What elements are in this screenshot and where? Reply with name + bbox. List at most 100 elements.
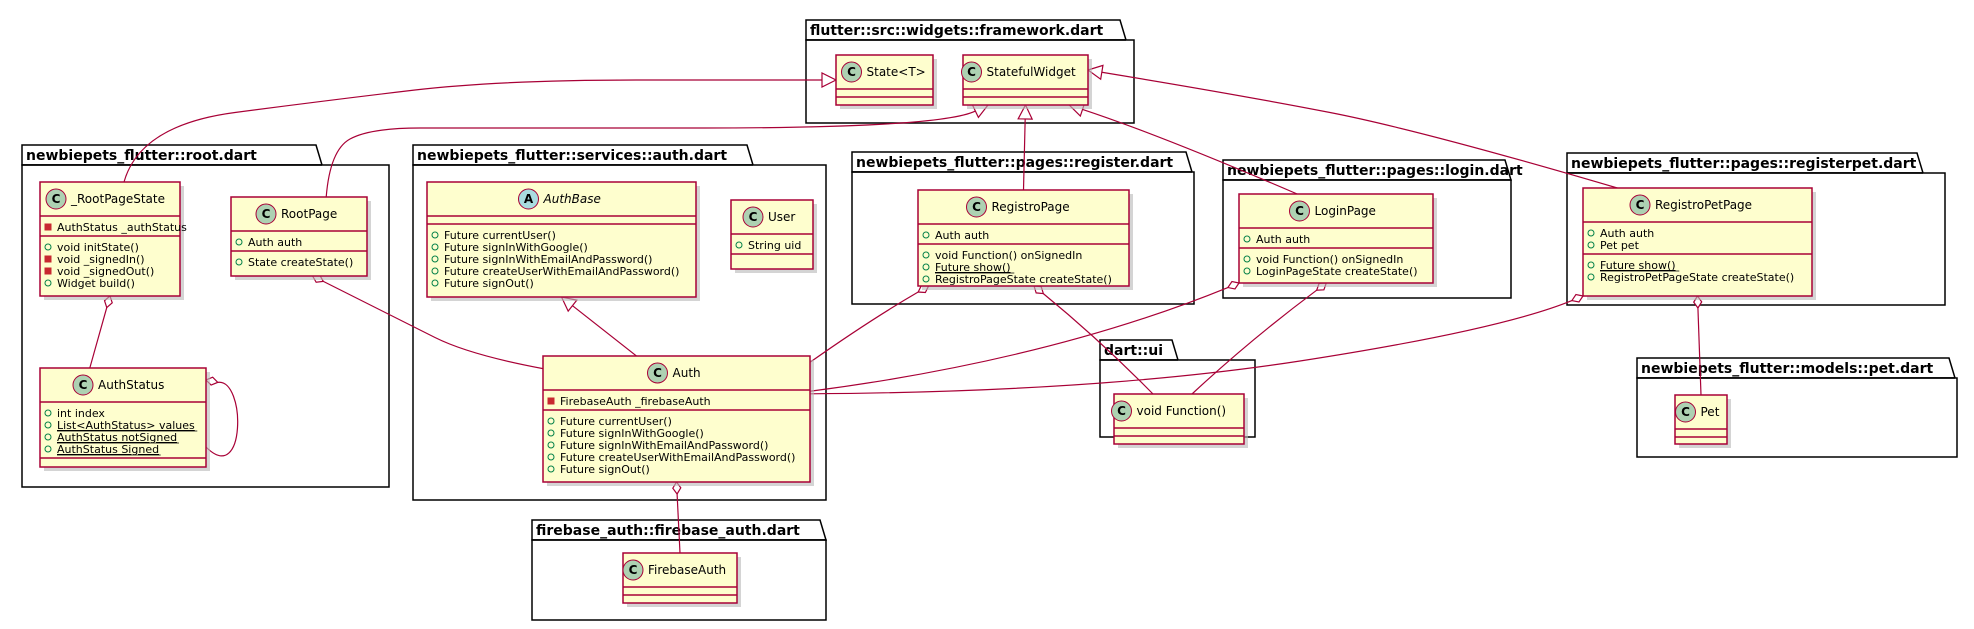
public-visibility-icon <box>44 421 52 429</box>
class-field: FirebaseAuth _firebaseAuth <box>560 395 711 408</box>
package-title: newbiepets_flutter::pages::register.dart <box>856 155 1173 171</box>
class-box[interactable] <box>39 367 207 468</box>
class-badge-letter: C <box>1295 204 1304 218</box>
public-visibility-icon <box>44 279 52 287</box>
class-box[interactable] <box>542 355 811 483</box>
class-method: Future signOut() <box>560 463 650 476</box>
class-field: Auth auth <box>248 236 302 249</box>
public-visibility-icon <box>431 255 439 263</box>
class-firebaseauth[interactable]: C FirebaseAuth <box>622 552 741 607</box>
public-visibility-icon <box>547 453 555 461</box>
class-method: RegistroPetPageState createState() <box>1600 271 1794 284</box>
relation-loginpage-auth <box>809 280 1241 392</box>
public-visibility-icon <box>1243 235 1251 243</box>
class-badge-icon <box>72 374 94 396</box>
class-method: void Function() onSignedIn <box>935 249 1082 262</box>
public-visibility-icon <box>431 243 439 251</box>
abstract-class-badge-icon <box>518 188 539 210</box>
class-box[interactable] <box>230 196 368 277</box>
package-title: firebase_auth::firebase_auth.dart <box>536 523 800 539</box>
class-badge-letter: C <box>52 192 61 206</box>
class-badge-icon <box>961 61 982 83</box>
class-method: Future currentUser() <box>444 229 556 242</box>
public-visibility-icon <box>44 409 52 417</box>
public-visibility-icon <box>1587 261 1595 269</box>
public-visibility-icon <box>547 441 555 449</box>
class-box[interactable] <box>1582 187 1813 297</box>
public-visibility-icon <box>235 238 243 246</box>
package-title: dart::ui <box>1104 343 1163 359</box>
public-visibility-icon <box>44 445 52 453</box>
public-visibility-icon <box>735 241 743 249</box>
class-field: Pet pet <box>1600 239 1640 252</box>
class-badge-letter: C <box>1636 198 1645 212</box>
class-field: List<AuthStatus> values <box>57 419 195 432</box>
class-badge-icon <box>622 559 644 581</box>
class-badge-letter: C <box>262 207 271 221</box>
class-badge-letter: C <box>749 210 758 224</box>
class-badge-icon <box>1111 400 1132 422</box>
private-visibility-icon <box>44 267 52 275</box>
public-visibility-icon <box>44 433 52 441</box>
public-visibility-icon <box>431 231 439 239</box>
class-badge-letter: C <box>972 200 981 214</box>
class-name: FirebaseAuth <box>648 563 726 577</box>
relation-registropetpage-auth <box>809 293 1585 395</box>
public-visibility-icon <box>431 279 439 287</box>
class-badge-icon <box>841 61 862 83</box>
relation-rootpagestate-state <box>123 72 838 183</box>
public-visibility-icon <box>431 267 439 275</box>
class-name: RootPage <box>281 207 337 221</box>
relation-registropetpage-statefulwidget <box>1086 64 1618 189</box>
class-method: LoginPageState createState() <box>1256 265 1418 278</box>
class-badge-icon <box>966 196 987 218</box>
class-name: AuthStatus <box>98 378 164 392</box>
class-pet[interactable]: C Pet <box>1674 394 1731 448</box>
class-name: RegistroPage <box>992 200 1070 214</box>
class-badge-letter: C <box>629 563 638 577</box>
package-title: newbiepets_flutter::models::pet.dart <box>1641 361 1934 377</box>
public-visibility-icon <box>922 275 930 283</box>
public-visibility-icon <box>922 231 930 239</box>
class-method: Future signOut() <box>444 277 534 290</box>
class-box[interactable] <box>917 189 1130 287</box>
class-field: String uid <box>748 239 801 252</box>
class-box[interactable] <box>426 181 697 298</box>
class-name: User <box>768 210 795 224</box>
public-visibility-icon <box>547 417 555 425</box>
class-method: Future currentUser() <box>560 415 672 428</box>
class-name: AuthBase <box>543 192 601 206</box>
inheritance-arrowhead <box>1017 103 1034 120</box>
class-method: Widget build() <box>57 277 135 290</box>
class-name: Pet <box>1701 405 1720 419</box>
public-visibility-icon <box>1587 229 1595 237</box>
class-name: _RootPageState <box>70 192 165 206</box>
class-method: void Function() onSignedIn <box>1256 253 1403 266</box>
class-method: Future signInWithGoogle() <box>560 427 704 440</box>
relation-registropage-statefulwidget <box>1017 103 1034 191</box>
class-method: Future createUserWithEmailAndPassword() <box>444 265 679 278</box>
class-field: Auth auth <box>1256 233 1310 246</box>
package-title: flutter::src::widgets::framework.dart <box>810 23 1104 39</box>
class-badge-icon <box>1629 194 1651 216</box>
class-name: Auth <box>673 366 701 380</box>
class-method: Future show() <box>1600 259 1676 272</box>
class-field: AuthStatus Signed <box>57 443 159 456</box>
class-badge-letter: C <box>1681 405 1690 419</box>
class-badge-letter: C <box>967 65 976 79</box>
aggregation-diamond <box>1570 293 1585 303</box>
class-box[interactable] <box>1238 193 1434 284</box>
